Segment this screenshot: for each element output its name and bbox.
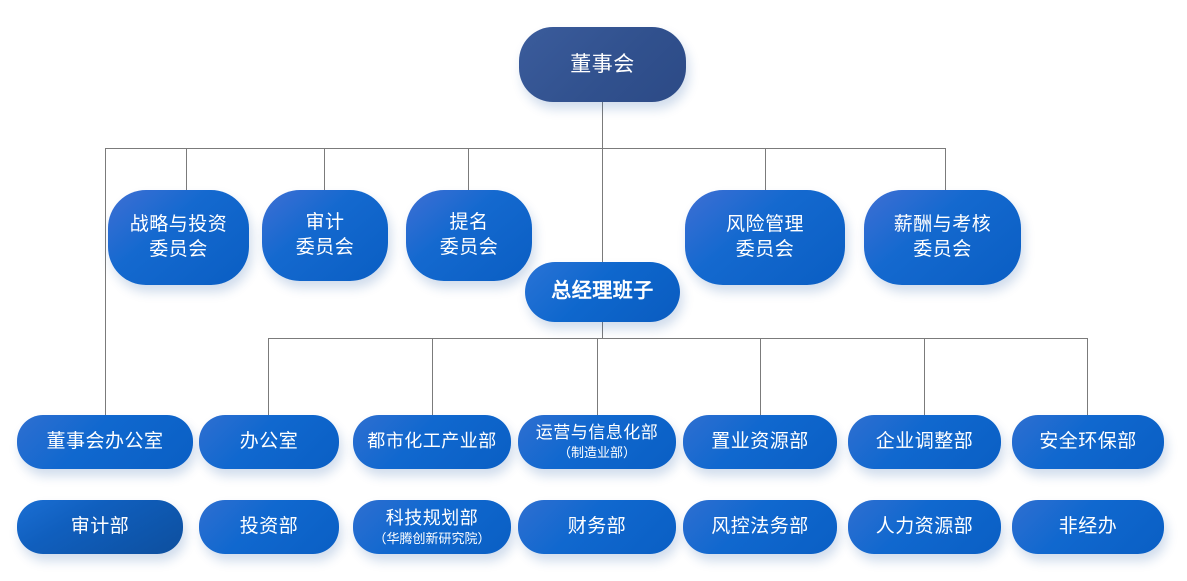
node-office[interactable]: 办公室 [199,415,339,469]
node-risk-management-committee[interactable]: 风险管理 委员会 [685,190,845,285]
connector-department-drop-2 [432,338,433,415]
connector-committee-drop-5 [945,148,946,190]
node-board-of-directors[interactable]: 董事会 [519,27,686,102]
node-label: 人力资源部 [875,515,974,537]
connector-department-drop-4 [760,338,761,415]
connector-committee-drop-1 [186,148,187,190]
node-nomination-committee[interactable]: 提名 委员会 [406,190,532,281]
connector-committee-bus [105,148,946,149]
node-label: 科技规划部 [385,507,479,528]
node-label-line1: 审计 [305,212,345,234]
node-safety-environmental-dept[interactable]: 安全环保部 [1012,415,1164,469]
node-risk-legal-dept[interactable]: 风控法务部 [683,500,837,554]
node-label: 都市化工产业部 [367,431,497,452]
node-label-line2: 委员会 [439,236,499,258]
connector-root-stem [602,101,603,148]
node-label: 总经理班子 [551,280,654,303]
node-audit-dept[interactable]: 审计部 [17,500,183,554]
node-general-manager-team[interactable]: 总经理班子 [525,262,680,322]
connector-department-bus [268,338,1088,339]
node-label: 办公室 [239,430,299,452]
node-label: 非经办 [1058,515,1118,537]
connector-committee-drop-4 [765,148,766,190]
node-label-line2: 委员会 [913,238,972,260]
node-label-line1: 战略与投资 [129,214,228,236]
node-label: 董事会办公室 [46,430,164,452]
node-enterprise-adjustment-dept[interactable]: 企业调整部 [848,415,1001,469]
node-label: 董事会 [570,52,635,77]
connector-board-office-spine [105,148,106,415]
node-label-line1: 薪酬与考核 [893,214,992,236]
node-label: 风控法务部 [711,515,809,537]
node-label-line2: 委员会 [295,236,355,258]
node-property-resources-dept[interactable]: 置业资源部 [683,415,837,469]
node-investment-dept[interactable]: 投资部 [199,500,339,554]
node-label-line1: 风险管理 [725,214,804,236]
node-compensation-appraisal-committee[interactable]: 薪酬与考核 委员会 [864,190,1021,285]
node-label-line2: 委员会 [149,238,208,260]
node-operations-informatization-dept[interactable]: 运营与信息化部 （制造业部） [518,415,676,469]
node-technology-planning-dept[interactable]: 科技规划部 （华腾创新研究院） [353,500,511,554]
node-label: 投资部 [239,515,299,537]
connector-committee-drop-3 [468,148,469,190]
connector-gm-down-stem [602,322,603,339]
node-label: 审计部 [70,515,130,537]
connector-gm-stem [602,148,603,262]
node-strategy-investment-committee[interactable]: 战略与投资 委员会 [108,190,249,285]
node-audit-committee[interactable]: 审计 委员会 [262,190,388,281]
node-label: 运营与信息化部 [535,423,659,443]
node-sublabel: （制造业部） [557,445,636,461]
connector-committee-drop-2 [324,148,325,190]
connector-department-drop-6 [1087,338,1088,415]
node-label: 企业调整部 [875,430,974,452]
connector-department-drop-1 [268,338,269,415]
connector-department-drop-5 [924,338,925,415]
node-human-resources-dept[interactable]: 人力资源部 [848,500,1001,554]
node-board-office[interactable]: 董事会办公室 [17,415,193,469]
node-label-line2: 委员会 [735,238,795,260]
node-label: 财务部 [567,515,627,537]
node-label: 安全环保部 [1039,430,1137,452]
node-urban-chemical-industry-dept[interactable]: 都市化工产业部 [353,415,511,469]
node-label-line1: 提名 [449,212,489,234]
node-finance-dept[interactable]: 财务部 [518,500,676,554]
node-non-operating-office[interactable]: 非经办 [1012,500,1164,554]
node-label: 置业资源部 [711,430,809,452]
node-sublabel: （华腾创新研究院） [373,530,491,546]
connector-department-drop-3 [597,338,598,415]
